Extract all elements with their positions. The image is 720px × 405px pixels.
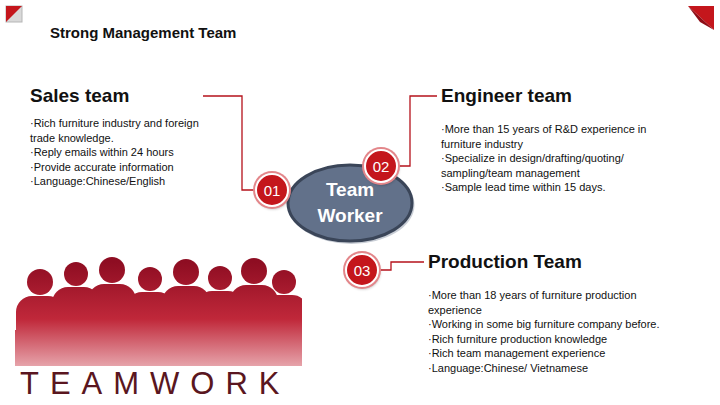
center-ellipse: Team Worker: [283, 160, 417, 246]
bullet-text: ·Specialize in design/drafting/quoting/ …: [441, 151, 666, 180]
bullet-text: ·Language:Chinese/ Vietnamese: [428, 361, 673, 376]
team-block: Engineer team ·More than 15 years of R&D …: [441, 84, 666, 195]
person-head: [138, 267, 162, 291]
person-head: [241, 258, 267, 284]
person-head: [27, 269, 53, 295]
ellipse-shape: [283, 160, 417, 246]
person-head: [64, 262, 88, 286]
slide-title: Strong Management Team: [50, 24, 236, 41]
illustration-caption: TEAMWORK: [20, 366, 291, 402]
team-heading: Engineer team: [441, 84, 666, 108]
person-head: [173, 259, 199, 285]
leader-line: [203, 96, 255, 190]
leader-line: [379, 262, 424, 270]
bullet-text: ·Working in some big furniture company b…: [428, 317, 673, 332]
person-head: [99, 257, 125, 283]
person-head: [272, 270, 296, 294]
bullet-text: ·Language:Chinese/English: [30, 174, 200, 189]
bullet-text: ·Provide accurate information: [30, 160, 200, 175]
callout-circle: 01: [255, 173, 289, 207]
person-head: [208, 266, 232, 290]
corner-icon: [6, 6, 22, 22]
team-silhouettes: [16, 257, 302, 366]
bullet-text: ·Rich team management experience: [428, 346, 673, 361]
bullet-text: ·More than 18 years of furniture product…: [428, 288, 673, 317]
team-block: Sales team ·Rich furniture industry and f…: [30, 84, 200, 189]
bullet-text: ·Reply emails within 24 hours: [30, 145, 200, 160]
bullet-text: ·More than 15 years of R&D experience in…: [441, 122, 666, 151]
team-heading: Production Team: [428, 250, 673, 274]
team-block: Production Team ·More than 18 years of fu…: [428, 250, 673, 375]
leader-line: [398, 96, 437, 166]
callout-circle: 03: [345, 253, 379, 287]
callout-number: 02: [373, 158, 390, 175]
corner-triangle: [688, 6, 714, 30]
center-label: Team Worker: [310, 177, 390, 229]
table-band: [15, 330, 297, 366]
callout-number: 01: [264, 182, 281, 199]
team-heading: Sales team: [30, 84, 200, 108]
bullet-text: ·Rich furniture industry and foreign tra…: [30, 116, 200, 145]
callout-circle: 02: [364, 149, 398, 183]
bullet-text: ·Sample lead time within 15 days.: [441, 180, 666, 195]
bullet-text: ·Rich furniture production knowledge: [428, 332, 673, 347]
callout-number: 03: [354, 262, 371, 279]
